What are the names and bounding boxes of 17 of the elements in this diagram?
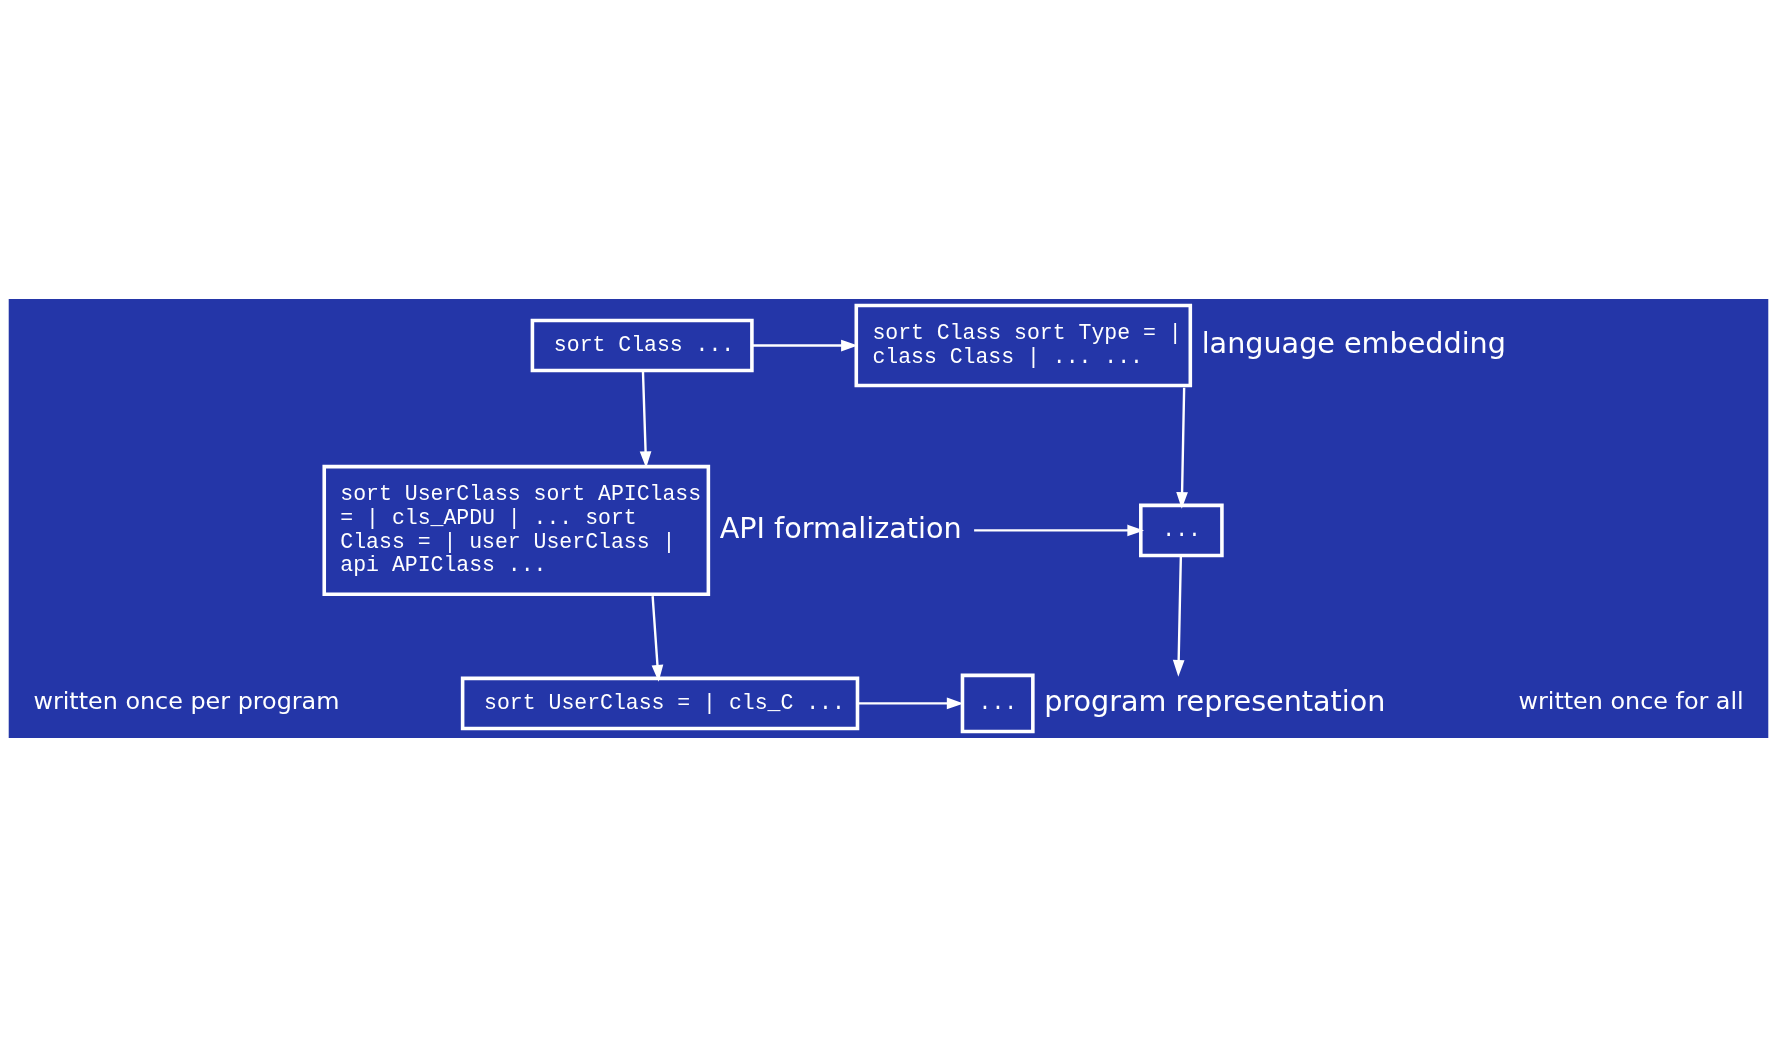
node-box: ...: [1139, 503, 1224, 558]
node-box: sort UserClass = | cls_C ...: [460, 676, 860, 731]
node-label: API formalization: [719, 510, 962, 545]
node-box: sort UserClass sort APIClass = | cls_APDU | ... sort Class = | user UserClass | api APIClass ...: [322, 464, 711, 597]
node-box: sort Class sort Type = | class Class | ... ...: [854, 303, 1193, 388]
label: written once per program: [33, 687, 340, 716]
arrow: [857, 697, 964, 710]
arrow: [1172, 555, 1185, 677]
node-box: sort Class ...: [530, 318, 754, 373]
arrow: [1176, 387, 1188, 509]
arrow: [651, 596, 664, 682]
arrow: [974, 524, 1145, 537]
node-label: language embedding: [1201, 325, 1506, 360]
label: written once for all: [1518, 687, 1744, 716]
node-label: program representation: [1044, 683, 1386, 718]
node-box: ...: [960, 673, 1035, 734]
arrow: [752, 339, 858, 352]
